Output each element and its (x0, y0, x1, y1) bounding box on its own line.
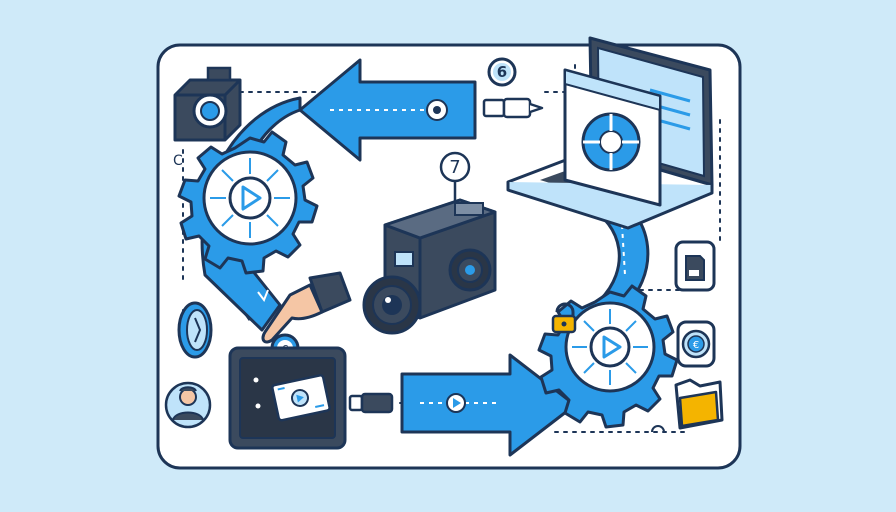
side-glyph: C (173, 153, 183, 169)
play-gear-icon (177, 130, 319, 275)
play-marker-bottom (446, 393, 466, 413)
step-badge-7: 7 (439, 151, 471, 205)
coin-icon: € (676, 320, 716, 368)
video-camera-icon (362, 198, 497, 335)
lock-icon (551, 302, 577, 334)
step-badge-7-label: 7 (449, 157, 460, 178)
hand-icon (261, 271, 352, 344)
step-badge-6: 6 (487, 57, 517, 87)
step-badge-6-label: 6 (497, 63, 507, 81)
folder-icon (674, 378, 724, 430)
tablet-icon (228, 346, 347, 450)
connector-hook (651, 425, 665, 433)
camera-icon (173, 66, 242, 142)
usb-cable-icon (348, 392, 394, 414)
compass-icon (177, 301, 213, 359)
sd-card-icon (674, 240, 716, 292)
usb-cable-icon (482, 97, 544, 119)
laptop-icon (506, 36, 714, 230)
user-icon (164, 381, 212, 429)
play-marker-top (426, 99, 448, 121)
coin-side-label: € (693, 340, 699, 351)
